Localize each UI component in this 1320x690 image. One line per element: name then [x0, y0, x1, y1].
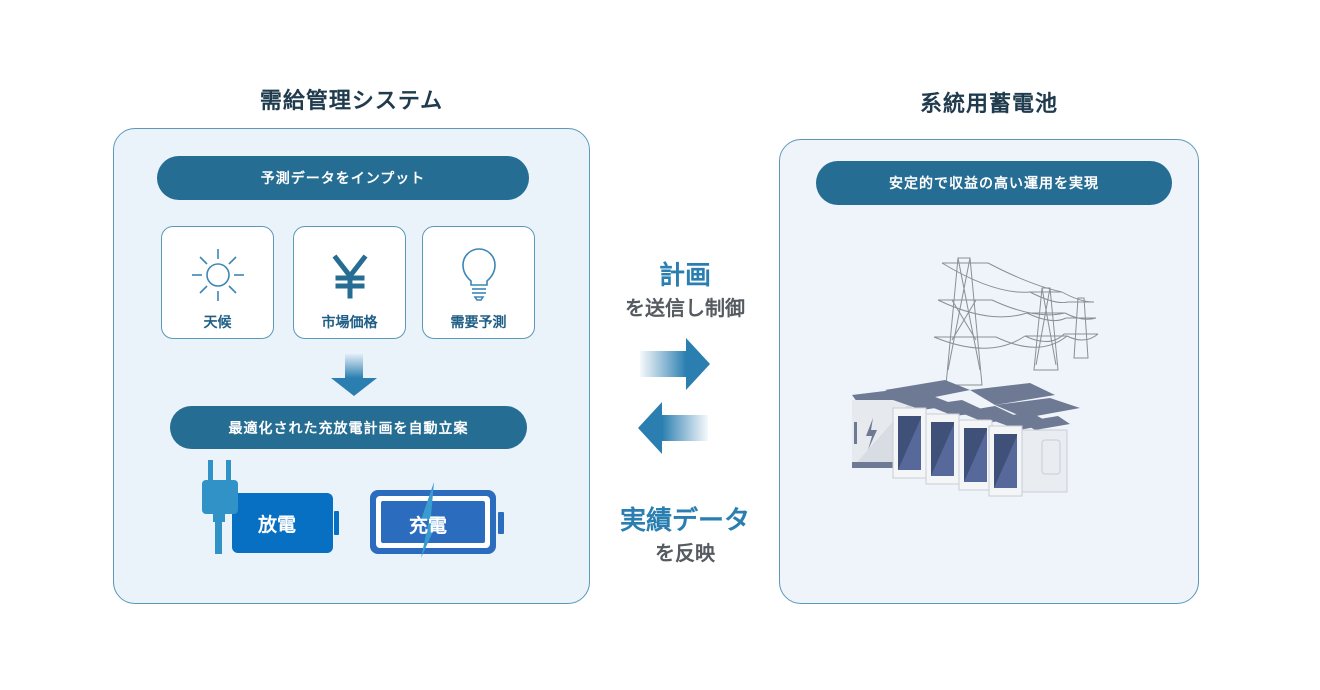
input-forecast-pill: 予測データをインプット	[157, 156, 529, 200]
grid-battery-panel	[779, 139, 1199, 604]
lightbulb-icon	[423, 245, 534, 305]
plan-subtext: を送信し制御	[625, 296, 745, 320]
power-tower-icon	[933, 257, 1099, 386]
market-price-label: 市場価格	[321, 315, 378, 331]
stable-operation-pill: 安定的で収益の高い運用を実現	[816, 161, 1172, 205]
discharge-label: 放電	[258, 514, 297, 536]
weather-label: 天候	[203, 315, 232, 331]
right-arrow-icon	[640, 338, 712, 394]
charge-battery-icon: 充電	[367, 480, 512, 560]
sun-icon	[162, 245, 273, 305]
demand-forecast-card: 需要予測	[422, 226, 535, 339]
discharge-battery-icon: 放電	[200, 460, 345, 560]
battery-storage-illustration	[830, 240, 1130, 510]
charge-plan-pill: 最適化された充放電計画を自動立案	[170, 406, 527, 449]
left-section-title: 需給管理システム	[259, 89, 444, 114]
plan-heading: 計画	[658, 261, 711, 291]
results-subtext: を反映	[655, 541, 715, 565]
market-price-card: 市場価格	[293, 226, 406, 339]
right-section-title: 系統用蓄電池	[919, 92, 1058, 117]
yen-icon	[294, 245, 405, 305]
charge-label: 充電	[409, 515, 448, 537]
weather-card: 天候	[161, 226, 274, 339]
left-arrow-icon	[638, 402, 710, 458]
battery-cabinet-icons	[852, 380, 1080, 497]
results-heading: 実績データ	[619, 506, 750, 536]
demand-forecast-label: 需要予測	[450, 315, 507, 331]
down-arrow-icon	[331, 354, 377, 400]
